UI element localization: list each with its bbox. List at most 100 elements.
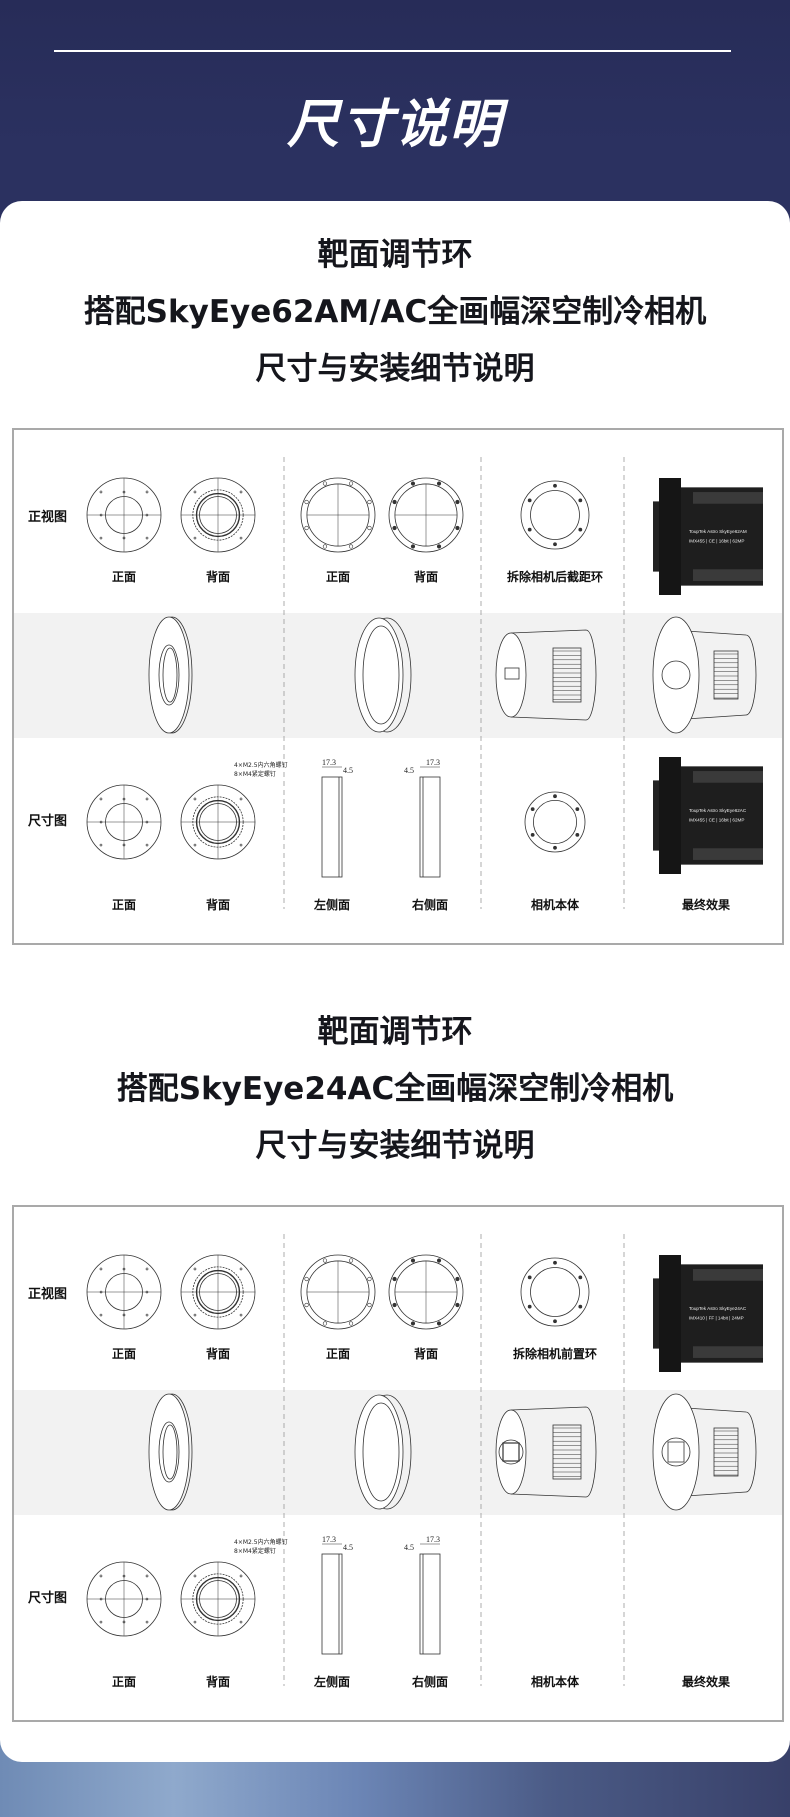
ring-hole xyxy=(362,625,400,725)
circle-line xyxy=(300,1254,376,1330)
caption: 背面 xyxy=(205,1675,231,1689)
ring-face xyxy=(354,617,404,733)
caption: 左侧面 xyxy=(313,898,351,912)
ring-hole xyxy=(158,644,180,706)
camera-spec-label: IMX455 | CE | 16bit | 62MP xyxy=(689,817,744,822)
hole xyxy=(348,544,354,549)
sensor xyxy=(502,1442,520,1462)
hole xyxy=(99,490,103,494)
row-label-dimension: 尺寸图 xyxy=(28,814,68,829)
hole xyxy=(367,499,372,505)
dimension-label: 4.5 xyxy=(343,766,353,775)
caption: 相机本体 xyxy=(530,1675,580,1689)
hole xyxy=(99,1290,103,1294)
hole xyxy=(145,1574,149,1578)
hole xyxy=(392,499,397,505)
section-heading: 靶面调节环搭配SkyEye24AC全画幅深空制冷相机尺寸与安装细节说明 xyxy=(0,1004,790,1175)
hole xyxy=(322,1321,328,1326)
circle-line xyxy=(520,1257,590,1327)
ring-face xyxy=(148,1393,190,1511)
hole xyxy=(392,525,397,531)
side-outline xyxy=(419,1553,441,1655)
dimension-label: 4.5 xyxy=(404,766,414,775)
display-window xyxy=(504,667,520,680)
circle-line xyxy=(300,477,376,553)
camera-brand-label: ToupTek Astro SkyEye62AM xyxy=(689,529,747,534)
hole xyxy=(348,481,354,486)
hole xyxy=(553,484,557,487)
caption: 背面 xyxy=(205,1347,231,1361)
caption: 正面 xyxy=(111,1675,137,1689)
caption: 正面 xyxy=(111,1347,137,1361)
camera-body-outline xyxy=(510,1406,597,1498)
circle-line xyxy=(524,791,586,853)
camera-spec-label: IMX455 | CE | 16bit | 62MP xyxy=(689,538,744,543)
camera-spec-label: IMX410 | FF | 14bit | 24MP xyxy=(689,1315,744,1320)
ring-back-drawing xyxy=(180,1561,256,1637)
ring-back-drawing xyxy=(180,784,256,860)
camera-highlight xyxy=(693,1269,763,1281)
side-view-drawing: 17.34.5 xyxy=(404,758,441,878)
hole xyxy=(193,843,197,847)
caption: 背面 xyxy=(413,570,439,584)
hole xyxy=(145,1267,149,1271)
divider-line xyxy=(54,50,731,52)
camera-highlight xyxy=(693,492,763,504)
hole xyxy=(193,797,197,801)
caption: 背面 xyxy=(205,898,231,912)
lens-mount xyxy=(653,501,659,572)
annotation-text: 8×M4紧定螺钉 xyxy=(234,770,276,778)
caption: 拆除相机前置环 xyxy=(512,1347,598,1361)
hole xyxy=(410,481,416,486)
front-flange xyxy=(652,616,700,734)
hole xyxy=(410,544,416,549)
hole xyxy=(553,1320,557,1323)
camera-photo: ToupTek Astro SkyEye62AM IMX455 | CE | 16… xyxy=(653,478,763,595)
hole xyxy=(193,536,197,540)
caption: 背面 xyxy=(413,1347,439,1361)
hole xyxy=(455,1302,460,1308)
front-flange xyxy=(652,1393,700,1511)
page-title: 尺寸说明 xyxy=(286,95,503,155)
camera-brand-label: ToupTek Astro SkyEye62AC xyxy=(689,808,747,813)
hole xyxy=(239,490,243,494)
heading-line: 尺寸与安装细节说明 xyxy=(255,351,535,387)
hole xyxy=(530,832,535,837)
content-card: 靶面调节环搭配SkyEye62AM/AC全画幅深空制冷相机尺寸与安装细节说明 To… xyxy=(0,201,790,1762)
hole xyxy=(410,1258,416,1263)
hole xyxy=(145,1597,149,1601)
dimension-label: 17.3 xyxy=(322,758,336,767)
side-outline xyxy=(321,776,343,878)
spacer-ring-drawing xyxy=(524,791,586,853)
ring-hole xyxy=(362,1402,400,1502)
hole xyxy=(436,1258,442,1263)
caption: 正面 xyxy=(111,570,137,584)
camera-highlight xyxy=(693,569,763,581)
heading-line: 搭配SkyEye62AM/AC全画幅深空制冷相机 xyxy=(83,294,707,330)
side-outline xyxy=(419,776,441,878)
section-heading: 靶面调节环搭配SkyEye62AM/AC全画幅深空制冷相机尺寸与安装细节说明 xyxy=(0,227,790,398)
ring-front-drawing xyxy=(86,477,162,553)
side-view-drawing: 17.34.5 xyxy=(321,1535,353,1655)
hole xyxy=(99,1574,103,1578)
hole xyxy=(122,1574,126,1578)
caption: 正面 xyxy=(111,898,137,912)
adapter-ring-drawing xyxy=(388,1254,464,1330)
hole xyxy=(122,490,126,494)
circle-line xyxy=(530,1267,580,1317)
hole xyxy=(348,1258,354,1263)
hole xyxy=(304,1276,309,1282)
row-label-front-view: 正视图 xyxy=(28,510,68,525)
camera-body-outline xyxy=(510,629,597,721)
ring-front-drawing xyxy=(86,1561,162,1637)
ring-back-drawing xyxy=(180,477,256,553)
caption: 相机本体 xyxy=(530,898,580,912)
ring-hole xyxy=(162,1424,178,1480)
cooling-fins xyxy=(552,647,582,703)
hole xyxy=(122,1267,126,1271)
hole xyxy=(304,499,309,505)
hole xyxy=(575,832,580,837)
hole xyxy=(553,1260,557,1265)
hole xyxy=(367,525,372,531)
